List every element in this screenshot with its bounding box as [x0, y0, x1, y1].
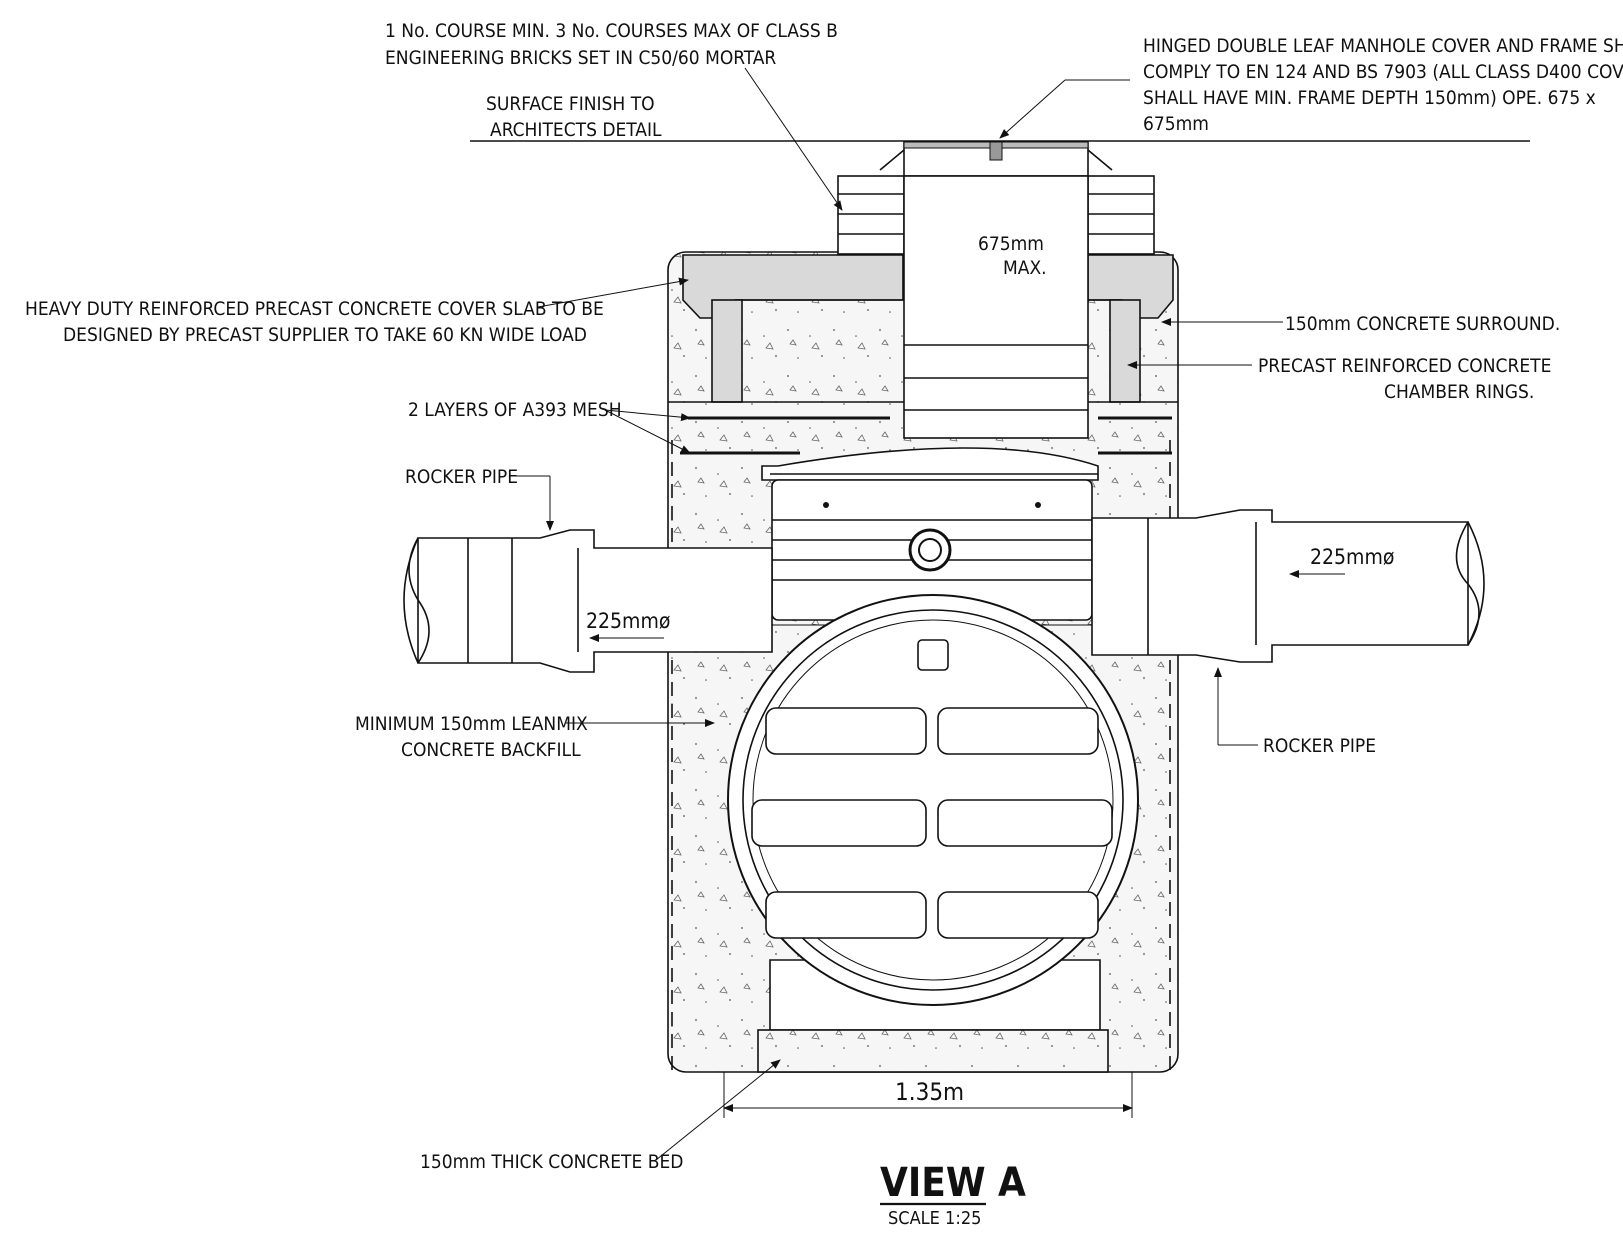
label-cover-line2: COMPLY TO EN 124 AND BS 7903 (ALL CLASS …	[1143, 61, 1623, 83]
leader-lines	[512, 67, 1345, 1161]
manhole-cover-frame	[879, 141, 1113, 177]
label-opening-dimension: 675mm	[978, 233, 1044, 255]
label-cover-line3: SHALL HAVE MIN. FRAME DEPTH 150mm) OPE. …	[1143, 87, 1596, 109]
chamber-lid	[761, 447, 1099, 481]
chamber-ring-left	[711, 299, 743, 403]
label-bricks-line1: 1 No. COURSE MIN. 3 No. COURSES MAX OF C…	[385, 20, 838, 42]
label-surround: 150mm CONCRETE SURROUND.	[1285, 313, 1560, 335]
label-cover-line1: HINGED DOUBLE LEAF MANHOLE COVER AND FRA…	[1143, 35, 1623, 57]
label-surface-line1: SURFACE FINISH TO	[486, 93, 655, 115]
label-backfill-line1: MINIMUM 150mm LEANMIX	[355, 713, 588, 735]
drawing-scale: SCALE 1:25	[888, 1208, 981, 1229]
label-pipe-left-diameter: 225mmø	[586, 609, 670, 633]
chamber-base-ring	[727, 594, 1139, 1031]
label-rings-line1: PRECAST REINFORCED CONCRETE	[1258, 355, 1551, 377]
label-bricks-line2: ENGINEERING BRICKS SET IN C50/60 MORTAR	[385, 47, 776, 69]
concrete-bed	[757, 1029, 1109, 1073]
label-mesh: 2 LAYERS OF A393 MESH	[408, 399, 622, 421]
label-slab-line1: HEAVY DUTY REINFORCED PRECAST CONCRETE C…	[25, 298, 604, 320]
pipe-left	[403, 529, 773, 673]
brick-courses-right	[1087, 175, 1155, 255]
chamber-ring-right	[1109, 299, 1141, 403]
label-concrete-bed: 150mm THICK CONCRETE BED	[420, 1151, 683, 1173]
access-shaft	[903, 175, 1089, 439]
label-backfill-line2: CONCRETE BACKFILL	[401, 739, 581, 761]
label-pipe-right-diameter: 225mmø	[1310, 545, 1394, 569]
label-opening-max: MAX.	[1003, 257, 1047, 279]
label-surface-line2: ARCHITECTS DETAIL	[490, 119, 662, 141]
drawing-title: VIEW A	[880, 1160, 1026, 1206]
label-cover-line4: 675mm	[1143, 113, 1209, 135]
label-rocker-pipe-right: ROCKER PIPE	[1263, 735, 1376, 757]
label-rings-line2: CHAMBER RINGS.	[1384, 381, 1534, 403]
label-slab-line2: DESIGNED BY PRECAST SUPPLIER TO TAKE 60 …	[63, 324, 587, 346]
brick-courses-left	[837, 175, 905, 255]
label-width-dimension: 1.35m	[895, 1078, 964, 1106]
reinforcement-mesh	[680, 416, 1172, 455]
label-rocker-pipe-left: ROCKER PIPE	[405, 466, 518, 488]
pipe-right	[1091, 509, 1485, 663]
